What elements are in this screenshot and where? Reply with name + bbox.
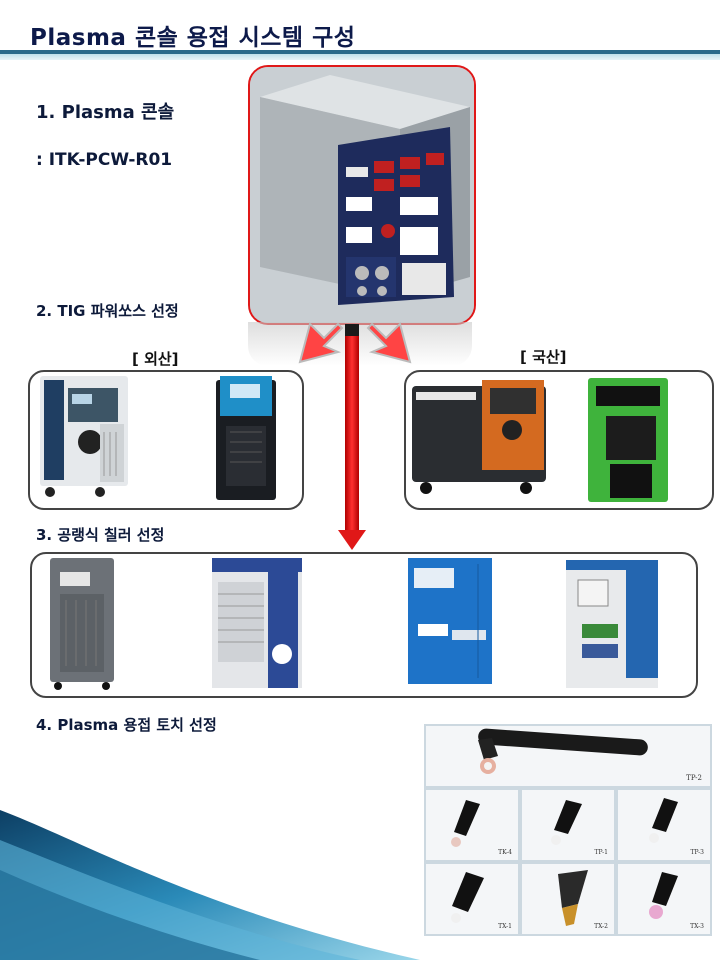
plasma-console-image xyxy=(248,65,476,325)
torch-item: TK-4 xyxy=(426,790,518,860)
torch-label: TP-3 xyxy=(690,849,704,856)
foreign-power-images xyxy=(40,376,276,500)
foreign-power-sources xyxy=(28,370,304,510)
title-rule-shadow xyxy=(0,54,720,60)
torch-label: TP-1 xyxy=(594,849,608,856)
section4-heading: 4. Plasma 용접 토치 선정 xyxy=(36,716,217,734)
torch-item: TP-1 xyxy=(522,790,614,860)
section2-heading: 2. TIG 파워쏘스 선정 xyxy=(36,302,179,320)
title-rule xyxy=(0,50,720,54)
torch-main-icon xyxy=(478,728,648,774)
torch-main-panel: TP-2 xyxy=(426,726,710,786)
arrow-down-icon xyxy=(338,324,366,550)
torch-item: TP-3 xyxy=(618,790,710,860)
arrow-right-icon xyxy=(366,322,412,364)
torch-main-label: TP-2 xyxy=(686,774,702,782)
domestic-power-sources xyxy=(404,370,714,510)
section3-heading: 3. 공랭식 칠러 선정 xyxy=(36,526,165,544)
console-model: : ITK-PCW-R01 xyxy=(36,150,173,170)
torch-label: TK-4 xyxy=(498,849,512,856)
domestic-power-images xyxy=(412,378,668,502)
torch-item: TX-2 xyxy=(522,864,614,934)
chiller-images xyxy=(50,558,658,690)
chillers-box xyxy=(30,552,698,698)
torch-label: TX-3 xyxy=(690,923,704,930)
console-reflection xyxy=(248,322,472,366)
torch-tx2-icon xyxy=(558,870,588,926)
console-illustration xyxy=(250,67,474,323)
torch-tp1-icon xyxy=(551,800,582,845)
torch-catalog: TP-2 TK-4 TP-1 TP-3 TX-1 xyxy=(424,724,712,936)
torch-tk4-icon xyxy=(451,800,480,847)
torch-tp3-icon xyxy=(649,798,678,843)
torch-label: TX-1 xyxy=(498,923,512,930)
torch-item: TX-3 xyxy=(618,864,710,934)
flow-arrows xyxy=(298,322,412,550)
foreign-label: [ 외산] xyxy=(132,350,179,368)
torch-tx1-icon xyxy=(451,872,484,923)
corner-decoration xyxy=(0,810,420,960)
torch-tx3-icon xyxy=(649,872,678,919)
page-title: Plasma 콘솔 용접 시스템 구성 xyxy=(30,25,356,51)
section1-heading: 1. Plasma 콘솔 xyxy=(36,102,175,123)
torch-item: TX-1 xyxy=(426,864,518,934)
domestic-label: [ 국산] xyxy=(520,348,567,366)
arrow-left-icon xyxy=(298,322,344,364)
torch-label: TX-2 xyxy=(594,923,608,930)
